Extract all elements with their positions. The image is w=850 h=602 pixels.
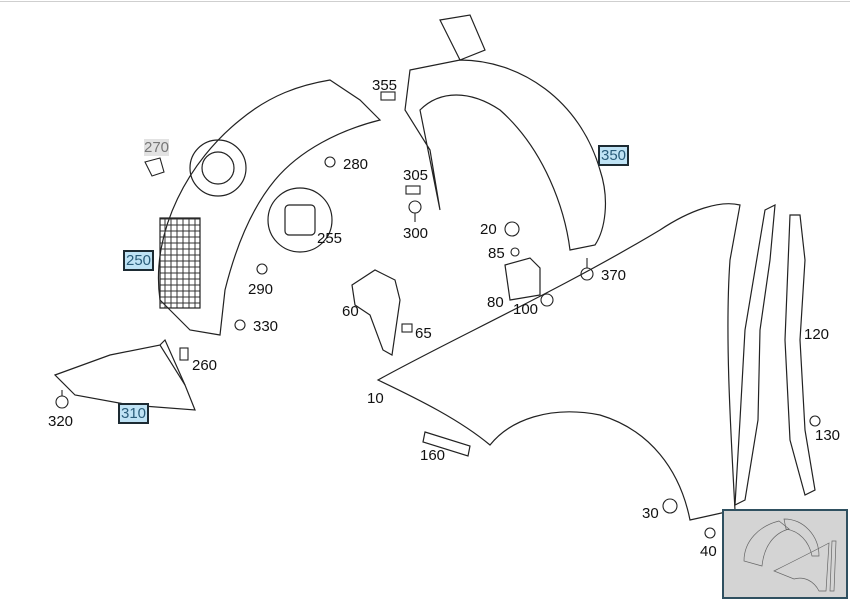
label-290: 290 — [248, 281, 274, 298]
bracket-80 — [504, 257, 541, 301]
label-10: 10 — [367, 390, 384, 407]
label-60: 60 — [342, 303, 359, 320]
label-100: 100 — [513, 301, 539, 318]
badge-160 — [422, 431, 471, 457]
fender-bracket — [784, 214, 816, 496]
fasteners — [55, 91, 821, 539]
label-40: 40 — [700, 543, 717, 560]
thumbnail-preview — [743, 518, 837, 592]
label-160: 160 — [420, 447, 446, 464]
label-320: 320 — [48, 413, 74, 430]
label-270: 270 — [144, 139, 170, 156]
top-divider — [0, 1, 850, 2]
front-fender — [376, 203, 741, 521]
label-300: 300 — [403, 225, 429, 242]
label-260: 260 — [192, 357, 218, 374]
label-350[interactable]: 350 — [597, 145, 630, 166]
fender-trim-strip — [734, 203, 776, 507]
label-120: 120 — [804, 326, 830, 343]
label-30: 30 — [642, 505, 659, 522]
liner-grille — [159, 217, 201, 309]
liner-port — [189, 139, 247, 197]
label-85: 85 — [488, 245, 505, 262]
label-370: 370 — [601, 267, 627, 284]
label-130: 130 — [815, 427, 841, 444]
label-255: 255 — [317, 230, 343, 247]
diagram-thumbnail[interactable] — [722, 509, 848, 599]
label-280: 280 — [343, 156, 369, 173]
label-305: 305 — [403, 167, 429, 184]
underbody-panel — [53, 344, 196, 411]
label-310[interactable]: 310 — [117, 403, 150, 424]
label-80: 80 — [487, 294, 504, 311]
label-330: 330 — [253, 318, 279, 335]
label-65: 65 — [415, 325, 432, 342]
cover-disc — [267, 187, 333, 253]
wheel-arch-liner-front — [404, 59, 606, 251]
label-250[interactable]: 250 — [122, 250, 155, 271]
label-355: 355 — [372, 77, 398, 94]
bracket-60 — [351, 269, 401, 356]
label-20: 20 — [480, 221, 497, 238]
